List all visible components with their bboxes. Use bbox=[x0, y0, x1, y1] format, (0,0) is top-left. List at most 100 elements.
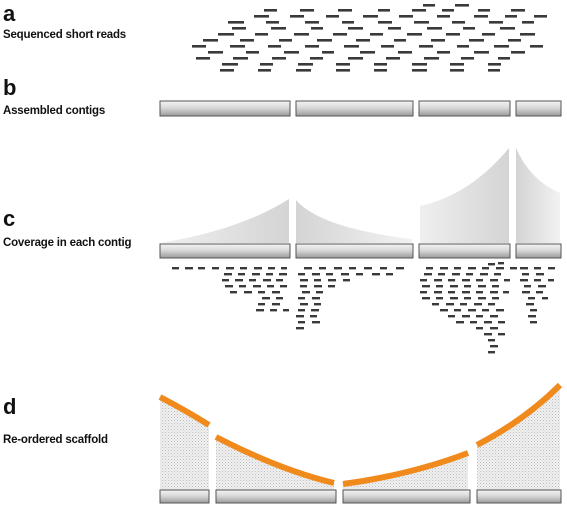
read-fragment bbox=[294, 33, 309, 36]
read-fragment bbox=[305, 45, 319, 48]
read-fragment bbox=[496, 267, 504, 270]
read-fragment bbox=[256, 309, 264, 312]
read-fragment bbox=[488, 263, 495, 266]
read-fragment bbox=[310, 57, 323, 60]
read-fragment bbox=[462, 279, 470, 282]
contigs-row-d bbox=[159, 489, 562, 504]
read-fragment bbox=[312, 297, 320, 300]
read-fragment bbox=[482, 33, 495, 36]
read-fragment bbox=[480, 273, 488, 276]
read-fragment bbox=[431, 39, 445, 42]
read-fragment bbox=[240, 267, 247, 270]
read-fragment bbox=[536, 291, 543, 294]
read-fragment bbox=[316, 291, 323, 294]
read-fragment bbox=[503, 291, 509, 294]
contig-d4 bbox=[476, 489, 562, 504]
read-fragment bbox=[450, 285, 458, 288]
read-fragment bbox=[349, 267, 356, 270]
read-fragment bbox=[225, 285, 233, 288]
read-fragment bbox=[281, 267, 287, 270]
scaffold-curve-1 bbox=[158, 394, 211, 428]
read-fragment bbox=[536, 273, 544, 276]
read-fragment bbox=[300, 279, 308, 282]
read-fragment bbox=[490, 345, 498, 348]
read-fragment bbox=[252, 273, 260, 276]
read-fragment bbox=[258, 291, 265, 294]
read-fragment bbox=[420, 291, 427, 294]
read-fragment bbox=[534, 15, 547, 18]
read-fragment bbox=[348, 57, 363, 60]
read-fragment bbox=[412, 69, 427, 72]
read-fragment bbox=[488, 303, 495, 306]
read-fragment bbox=[268, 267, 275, 270]
contig-b1 bbox=[159, 100, 291, 117]
read-fragment bbox=[490, 315, 498, 318]
read-fragment bbox=[476, 279, 483, 282]
read-fragment bbox=[233, 57, 248, 60]
panel-b-caption: Assembled contigs bbox=[3, 105, 106, 117]
read-fragment bbox=[374, 69, 387, 72]
read-fragment bbox=[298, 297, 305, 300]
read-fragment bbox=[412, 63, 427, 66]
read-fragment bbox=[363, 15, 378, 18]
read-fragment bbox=[238, 273, 245, 276]
read-fragment bbox=[478, 285, 486, 288]
read-fragment bbox=[279, 273, 287, 276]
read-fragment bbox=[399, 15, 413, 18]
read-fragment bbox=[348, 27, 363, 30]
read-fragment bbox=[326, 15, 339, 18]
scaffold-curve-4 bbox=[475, 382, 563, 448]
read-fragment bbox=[372, 273, 380, 276]
panel-c-caption: Coverage in each contig bbox=[3, 237, 132, 249]
read-fragment bbox=[378, 21, 392, 24]
read-fragment bbox=[254, 267, 262, 270]
read-fragment bbox=[198, 267, 205, 270]
read-fragment bbox=[336, 69, 350, 72]
read-fragment bbox=[423, 4, 435, 7]
read-fragment bbox=[220, 69, 234, 72]
read-fragment bbox=[249, 279, 256, 282]
read-fragment bbox=[450, 63, 464, 66]
read-fragment bbox=[224, 273, 232, 276]
read-fragment bbox=[505, 15, 517, 18]
read-fragment bbox=[548, 267, 555, 270]
read-fragment bbox=[452, 21, 465, 24]
read-fragment bbox=[469, 39, 484, 42]
read-fragment bbox=[440, 267, 448, 270]
read-fragment bbox=[496, 309, 504, 312]
read-fragment bbox=[386, 273, 393, 276]
read-fragment bbox=[424, 57, 439, 60]
read-fragment bbox=[522, 291, 530, 294]
mapped-reads bbox=[172, 262, 555, 354]
read-fragment bbox=[388, 27, 401, 30]
read-fragment bbox=[222, 279, 229, 282]
coverage-profiles bbox=[160, 148, 560, 243]
contig-b2 bbox=[295, 100, 414, 117]
read-fragment bbox=[208, 51, 223, 54]
read-fragment bbox=[490, 291, 498, 294]
read-fragment bbox=[476, 315, 483, 318]
read-fragment bbox=[270, 309, 277, 312]
read-fragment bbox=[488, 63, 501, 66]
read-fragment bbox=[476, 327, 483, 330]
coverage-contig-4 bbox=[516, 148, 560, 243]
read-fragment bbox=[283, 309, 289, 312]
read-fragment bbox=[300, 9, 314, 12]
read-fragment bbox=[279, 39, 292, 42]
read-fragment bbox=[310, 315, 317, 318]
read-fragment bbox=[492, 285, 499, 288]
scaffold-curve-3 bbox=[342, 450, 470, 487]
read-fragment bbox=[470, 321, 477, 324]
read-fragment bbox=[319, 267, 326, 270]
read-fragment bbox=[526, 303, 534, 306]
read-fragment bbox=[438, 273, 445, 276]
read-fragment bbox=[437, 51, 450, 54]
read-fragment bbox=[448, 291, 455, 294]
read-fragment bbox=[424, 273, 432, 276]
read-fragment bbox=[454, 309, 461, 312]
read-fragment bbox=[312, 321, 320, 324]
read-fragment bbox=[228, 21, 244, 24]
read-fragment bbox=[500, 27, 515, 30]
read-fragment bbox=[474, 15, 488, 18]
contig-d3 bbox=[342, 489, 471, 504]
